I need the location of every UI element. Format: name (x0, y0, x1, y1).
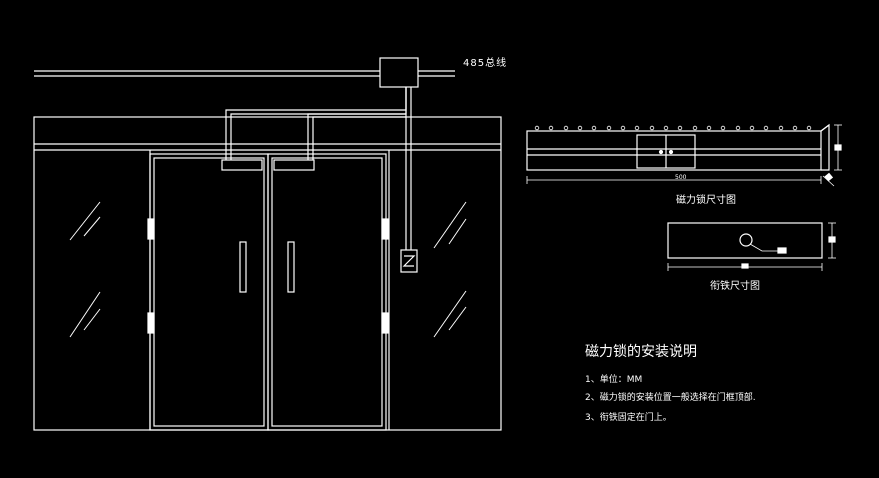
maglock-dimension-figure (526, 123, 842, 187)
armature-dimension-figure (667, 222, 836, 271)
maglock-width-dimension: 500 (675, 174, 687, 181)
installation-note: 2、磁力锁的安装位置一般选择在门框顶部. (585, 393, 756, 403)
right-magnetic-lock (273, 159, 315, 171)
installation-notes-title: 磁力锁的安装说明 (585, 344, 697, 360)
armature-dimension-caption: 衔铁尺寸图 (710, 281, 760, 292)
left-door-leaf (147, 153, 269, 431)
rs485-bus (34, 70, 455, 77)
left-door-handle (239, 241, 247, 293)
right-door-handle (287, 241, 295, 293)
bus-label: 485总线 (463, 58, 508, 69)
exit-button-box (400, 249, 418, 273)
left-hinge-bottom (147, 312, 155, 334)
glass-reflection-marks (69, 201, 467, 338)
left-magnetic-lock (221, 159, 263, 171)
right-door-leaf (267, 153, 389, 431)
maglock-dimension-caption: 磁力锁尺寸图 (676, 195, 736, 206)
right-hinge-bottom (381, 312, 389, 334)
left-hinge-top (147, 218, 155, 240)
wiring (225, 87, 412, 250)
right-hinge-top (381, 218, 389, 240)
installation-note: 1、单位：MM (585, 375, 643, 385)
installation-note: 3、衔铁固定在门上。 (585, 413, 672, 423)
controller-box (379, 57, 419, 88)
mounting-holes (534, 125, 812, 131)
